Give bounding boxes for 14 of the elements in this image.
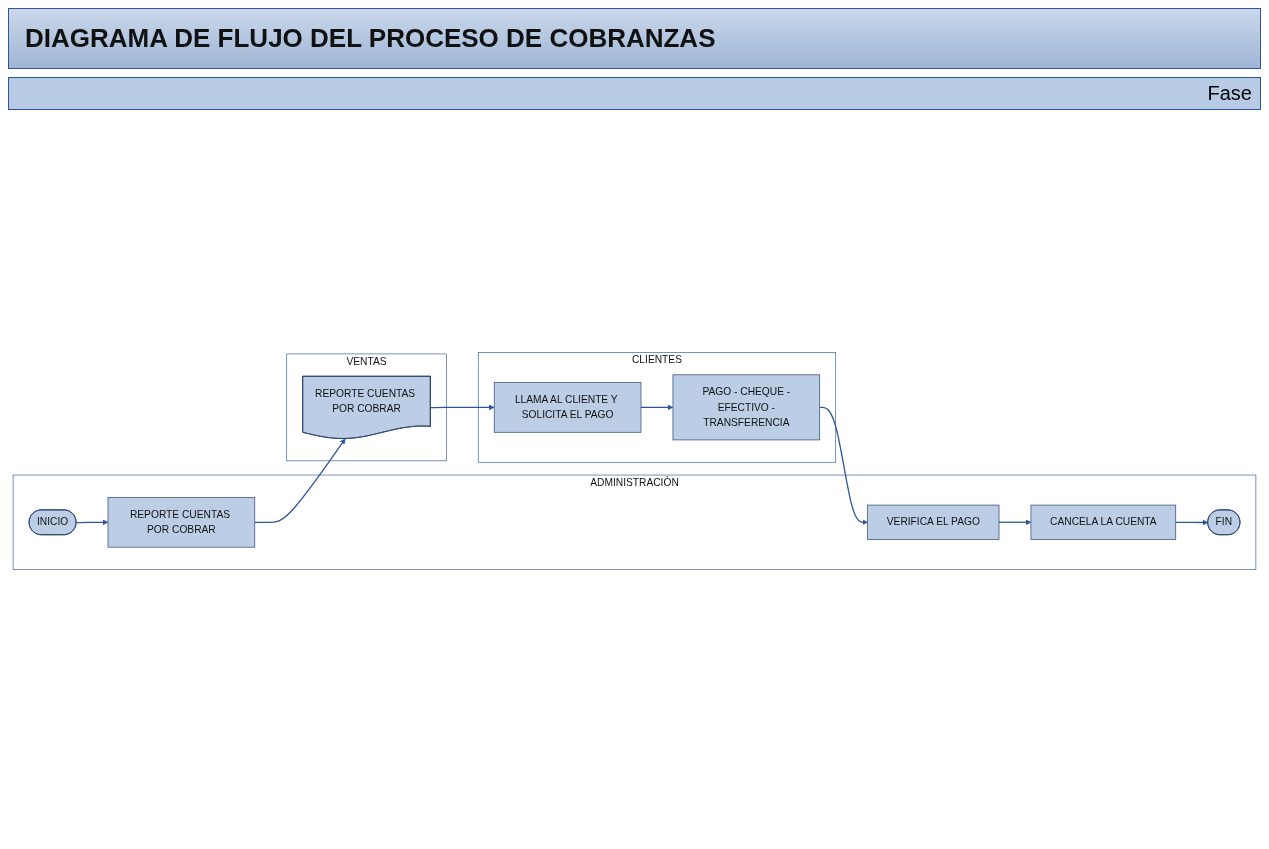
arrow [1175, 519, 1209, 526]
phase-label: Fase [1207, 82, 1252, 105]
arrow [254, 438, 346, 523]
node-box: REPORTE CUENTAS POR COBRAR [107, 497, 256, 548]
node-box: PAGO - CHEQUE -EFECTIVO -TRANSFERENCIA [672, 374, 821, 441]
node-box: CANCELA LA CUENTA [1030, 504, 1177, 540]
arrow [75, 519, 109, 526]
arrow [430, 404, 495, 411]
diagram-title: DIAGRAMA DE FLUJO DEL PROCESO DE COBRANZAS [25, 23, 716, 54]
arrow [819, 406, 868, 526]
arrow [998, 519, 1032, 526]
arrow [640, 404, 674, 411]
node-box: LLAMA AL CLIENTE Y SOLICITA EL PAGO [493, 382, 642, 433]
node-box: VERIFICA EL PAGO [867, 504, 1000, 540]
